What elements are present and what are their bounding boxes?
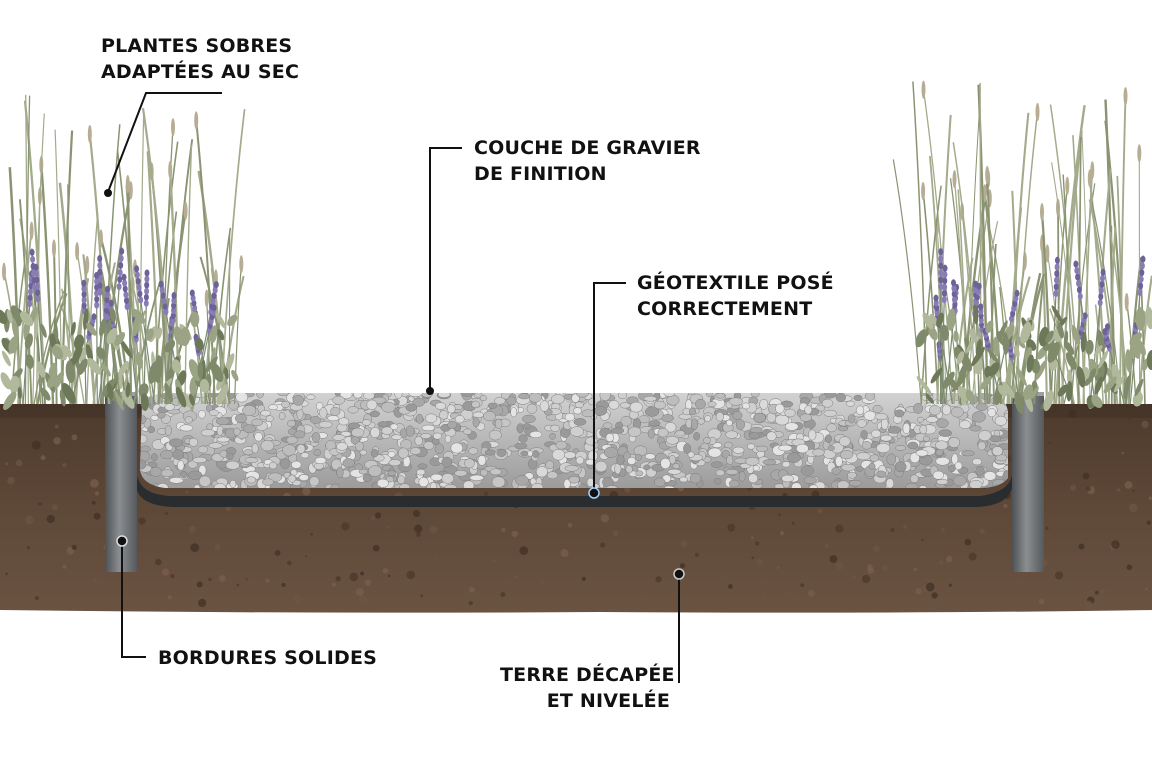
label-plants-line2: ADAPTÉES AU SEC xyxy=(101,61,300,83)
dot-soil xyxy=(673,568,685,580)
label-soil-line1: TERRE DÉCAPÉE xyxy=(500,664,675,686)
leader-dots xyxy=(104,189,685,580)
label-geotextile-line2: CORRECTEMENT xyxy=(637,298,813,320)
leader-gravel xyxy=(429,147,462,390)
label-geotextile-line1: GÉOTEXTILE POSÉ xyxy=(637,272,834,294)
label-borders: BORDURES SOLIDES xyxy=(158,645,377,671)
dot-plants xyxy=(104,189,112,197)
gravel-stones xyxy=(140,393,1008,488)
label-gravel: COUCHE DE GRAVIER DE FINITION xyxy=(474,135,701,187)
leader-lines xyxy=(107,92,680,683)
label-geotextile: GÉOTEXTILE POSÉ CORRECTEMENT xyxy=(637,270,834,322)
dot-borders xyxy=(116,535,128,547)
label-gravel-line1: COUCHE DE GRAVIER xyxy=(474,137,701,159)
geotextile-membrane xyxy=(136,474,1012,507)
dot-geotextile xyxy=(588,487,600,499)
label-soil: TERRE DÉCAPÉE ET NIVELÉE xyxy=(500,662,675,714)
leader-plants xyxy=(107,92,222,193)
plants-right xyxy=(892,80,1152,414)
gravel-layer xyxy=(140,393,1008,488)
label-borders-line1: BORDURES SOLIDES xyxy=(158,647,378,669)
leader-borders xyxy=(121,541,146,658)
label-soil-line2: ET NIVELÉE xyxy=(546,690,670,712)
dot-gravel xyxy=(426,387,434,395)
label-plants: PLANTES SOBRES ADAPTÉES AU SEC xyxy=(101,33,299,85)
plants-left xyxy=(0,94,246,411)
label-gravel-line2: DE FINITION xyxy=(474,163,607,185)
label-plants-line1: PLANTES SOBRES xyxy=(101,35,293,57)
leader-geotextile xyxy=(593,282,626,492)
border-right xyxy=(1012,392,1044,572)
